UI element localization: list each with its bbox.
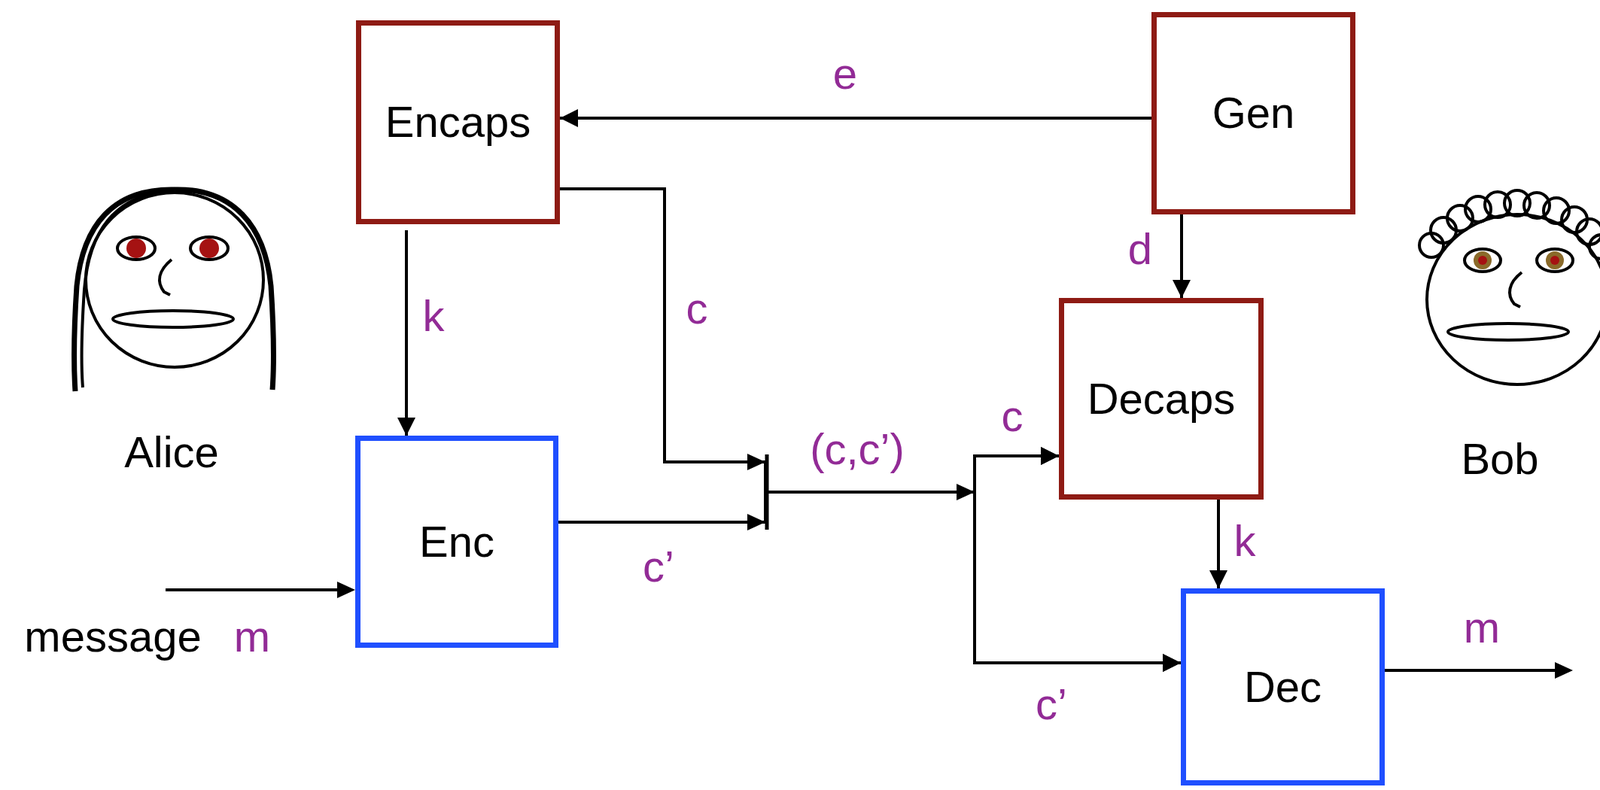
wire-label: k	[1231, 517, 1259, 566]
wire-label: c’	[640, 542, 677, 591]
alice-figure	[74, 189, 274, 392]
signal-name: (c,c’)	[807, 425, 907, 474]
signal-name: c	[999, 392, 1026, 441]
input-arrowhead	[337, 581, 356, 599]
signal-arrow	[404, 230, 408, 436]
box-label: Decaps	[1087, 374, 1236, 425]
wire-label: e	[830, 49, 860, 98]
signal-name: m	[1461, 603, 1503, 652]
signal-arrow	[1216, 499, 1220, 589]
box-label: Enc	[419, 517, 495, 568]
process-box: Dec	[1180, 588, 1385, 786]
junction-arrowhead	[956, 483, 975, 501]
signal-arrow	[558, 492, 1181, 664]
input-wire	[165, 588, 339, 592]
process-box: Gen	[1151, 12, 1356, 215]
person-name: Bob	[1458, 434, 1541, 484]
output-arrowhead	[1554, 662, 1573, 679]
wire-label: k	[420, 292, 448, 341]
box-label: Encaps	[385, 97, 531, 148]
process-box: Decaps	[1058, 298, 1264, 500]
wire-label: c	[684, 284, 711, 333]
signal-arrow	[559, 188, 1059, 493]
signal-name: m	[231, 612, 273, 661]
process-box: Encaps	[355, 20, 560, 225]
signal-arrow	[1180, 214, 1184, 299]
merge-arrowhead	[747, 453, 766, 471]
signal-name: c’	[1033, 680, 1070, 729]
box-label: Dec	[1244, 662, 1322, 713]
box-label: Gen	[1212, 88, 1296, 139]
process-box: Enc	[355, 435, 559, 648]
bob-figure	[1419, 190, 1600, 385]
output-wire	[1384, 669, 1557, 673]
wire-label: d	[1125, 225, 1155, 274]
person-name: Alice	[121, 428, 222, 477]
merge-arrowhead	[747, 514, 766, 531]
merge-bar	[765, 454, 770, 530]
signal-arrow	[559, 116, 1152, 120]
input-label: message	[21, 612, 204, 661]
